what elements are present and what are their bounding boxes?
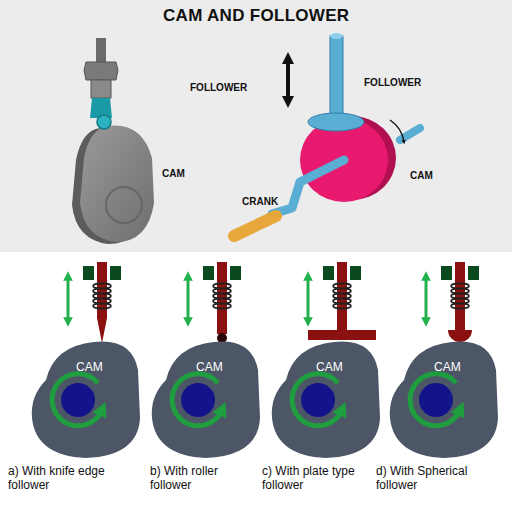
roller — [97, 115, 111, 129]
follower-stem — [97, 262, 107, 318]
cam-shape — [32, 342, 140, 458]
guide-block — [230, 266, 241, 280]
cam-shape — [272, 342, 380, 458]
caption: d) With Spherical follower — [376, 464, 502, 492]
follower-stem — [96, 38, 106, 62]
guide-block — [441, 266, 452, 280]
crank-arm — [272, 160, 344, 214]
follower-rod-top — [330, 33, 343, 39]
spring-coil — [333, 303, 351, 308]
cam-hub — [106, 187, 142, 223]
roller — [217, 333, 227, 343]
motion-arrow — [425, 276, 428, 322]
cam-shaft — [301, 383, 335, 417]
cam-shaft — [61, 383, 95, 417]
follower-plate — [308, 113, 364, 131]
part-label: FOLLOWER — [190, 82, 247, 93]
cam-node: CAM — [268, 338, 384, 460]
guide-block — [203, 266, 214, 280]
knife-edge — [97, 318, 107, 343]
cam-label: CAM — [316, 360, 343, 374]
spring-coil — [213, 303, 231, 308]
part-label: CAM — [162, 168, 185, 179]
followers — [68, 262, 479, 343]
cam-outline — [268, 338, 384, 460]
guide-block — [468, 266, 479, 280]
part-label: CRANK — [242, 196, 278, 207]
cam-shaft — [181, 383, 215, 417]
guide-block — [323, 266, 334, 280]
part-label: CAM — [410, 170, 433, 181]
cam-node: CAM — [28, 338, 144, 460]
guide-block — [110, 266, 121, 280]
motion-arrow — [307, 276, 310, 322]
cam-shape — [390, 342, 498, 458]
motion-arrow — [286, 58, 290, 102]
rotation-arrow — [390, 120, 404, 142]
rotation-arrow — [292, 374, 342, 426]
follower-rod — [330, 36, 343, 126]
follower-stem — [455, 262, 465, 330]
flat-plate — [308, 330, 376, 340]
cam-outline — [148, 338, 264, 460]
follower-nut — [84, 62, 118, 80]
cam-outline — [386, 338, 502, 460]
caption: c) With plate type follower — [262, 464, 374, 492]
part-label: FOLLOWER — [364, 77, 421, 88]
rotation-arrow — [52, 374, 102, 426]
motion-arrow — [187, 276, 190, 322]
cam-label: CAM — [434, 360, 461, 374]
cam-face — [80, 126, 154, 242]
title: CAM AND FOLLOWER — [163, 6, 349, 26]
rotation-arrow — [172, 374, 222, 426]
caption: a) With knife edge follower — [8, 464, 128, 492]
spring-coil — [93, 303, 111, 308]
cam-label: CAM — [196, 360, 223, 374]
caption: b) With roller follower — [150, 464, 260, 492]
rotation-arrow — [410, 374, 460, 426]
spring-coil — [451, 303, 469, 308]
crank-handle — [234, 216, 276, 236]
cam-shaft — [419, 383, 453, 417]
cam-label: CAM — [76, 360, 103, 374]
cam-node: CAM — [386, 338, 502, 460]
cam-node: CAM — [148, 338, 264, 460]
guide-block — [350, 266, 361, 280]
motion-arrow — [67, 276, 70, 322]
spherical-tip — [448, 330, 472, 342]
cam-shape — [152, 342, 260, 458]
cam-mechanism-right — [234, 33, 420, 236]
guide-block — [83, 266, 94, 280]
cam-3d-left — [72, 38, 154, 244]
cam-outline — [28, 338, 144, 460]
follower-body — [91, 80, 111, 98]
follower-stem — [337, 262, 347, 332]
